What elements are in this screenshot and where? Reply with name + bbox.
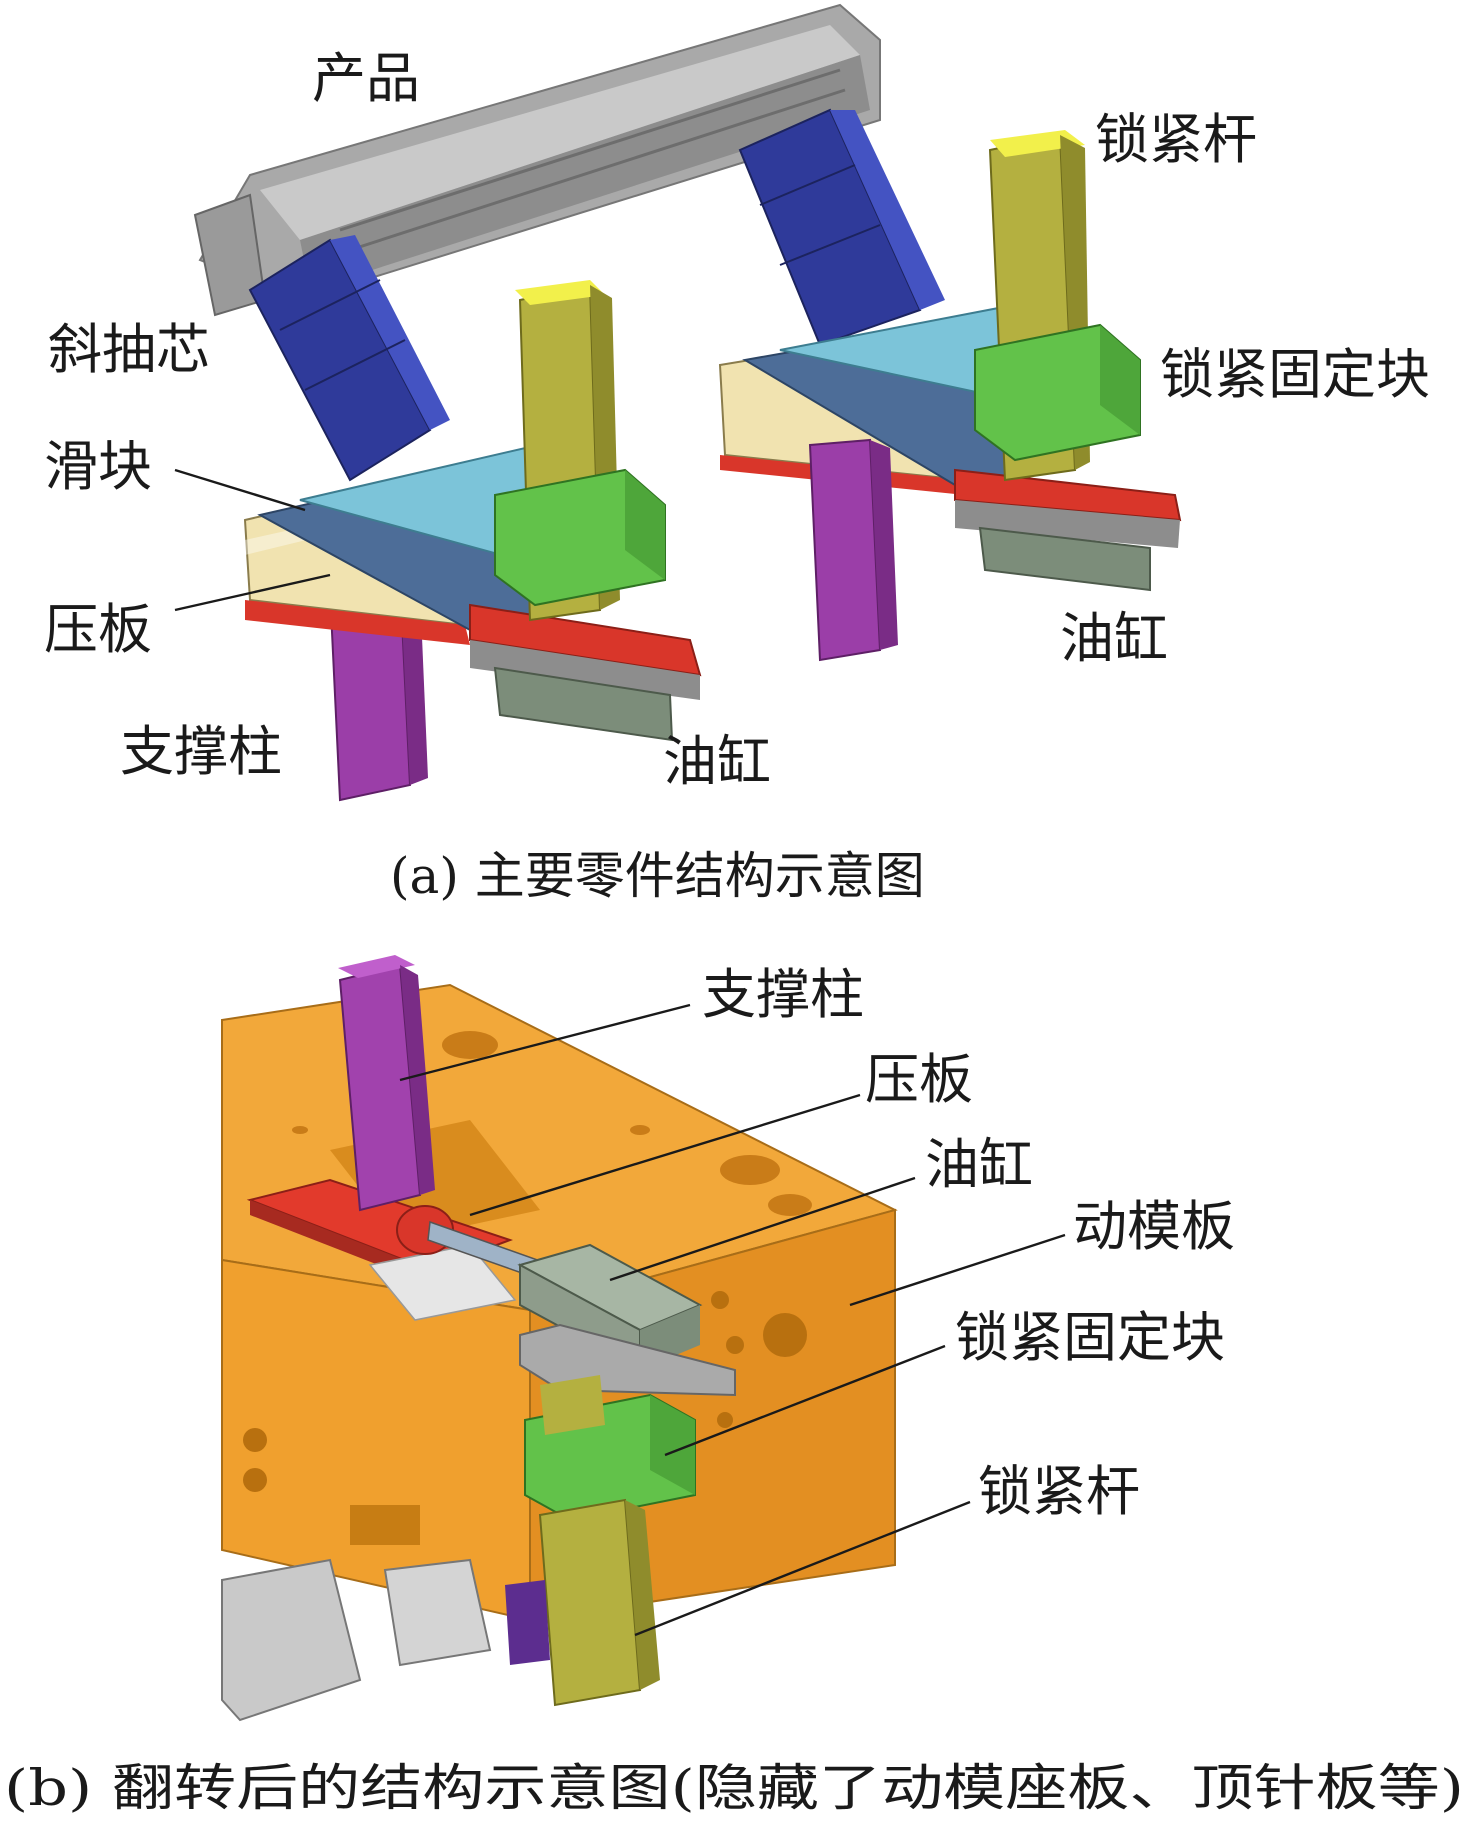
right-slider-assembly [718, 298, 1182, 592]
panel-b-illustration [221, 955, 898, 1722]
panel-a-leader-lines [174, 468, 331, 612]
caption-b: (b) 翻转后的结构示意图(隐藏了动模座板、顶针板等) [4, 1759, 1464, 1817]
left-angled-core [248, 235, 450, 482]
support-column-b [338, 955, 435, 1212]
left-lock-block [494, 468, 666, 607]
right-angled-core [738, 108, 945, 347]
right-lock-block [974, 323, 1141, 462]
product-part [193, 3, 881, 317]
label-press-plate-a: 压板 [44, 598, 152, 661]
label-cylinder-b: 油缸 [925, 1133, 1033, 1196]
label-lock-block-b: 锁紧固定块 [955, 1306, 1225, 1369]
caption-a: (a) 主要零件结构示意图 [390, 847, 925, 905]
label-press-plate-b: 压板 [865, 1048, 973, 1111]
right-support-column [808, 438, 898, 662]
label-product: 产品 [312, 47, 420, 110]
panel-a-illustration [193, 3, 1182, 802]
small-purple-part [505, 1580, 550, 1665]
label-angled-core: 斜抽芯 [48, 318, 210, 381]
panel-b-labels: 支撑柱 压板 油缸 动模板 锁紧固定块 锁紧杆 [702, 963, 1235, 1523]
label-support-column-b: 支撑柱 [702, 963, 864, 1026]
label-slider: 滑块 [44, 435, 152, 498]
label-support-column-a: 支撑柱 [120, 720, 282, 783]
label-cylinder-right: 油缸 [1060, 607, 1168, 670]
label-moving-plate: 动模板 [1073, 1195, 1235, 1258]
panel-a-labels: 产品 锁紧杆 斜抽芯 锁紧固定块 滑块 压板 油缸 支撑柱 油缸 [44, 47, 1430, 793]
lock-rod-b [538, 1375, 660, 1707]
label-lock-rod-b: 锁紧杆 [978, 1460, 1140, 1523]
label-lock-block-a: 锁紧固定块 [1160, 343, 1430, 406]
label-lock-rod-a: 锁紧杆 [1095, 108, 1257, 171]
cylinder-b [517, 1243, 736, 1397]
label-cylinder-left: 油缸 [663, 730, 771, 793]
lower-grey-structure [221, 1558, 492, 1722]
panel-b-leader-lines [399, 1003, 1066, 1637]
